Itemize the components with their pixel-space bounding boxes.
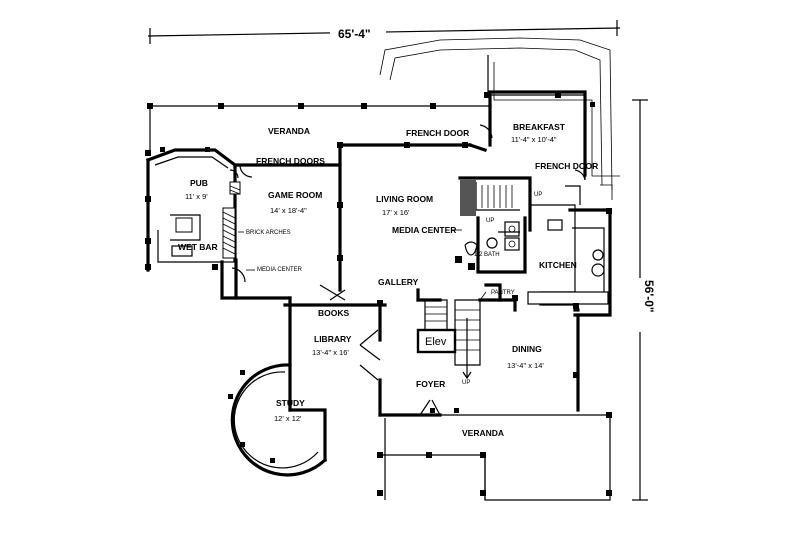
stair-up-label-3: UP — [462, 380, 470, 386]
library-size: 13'-4" x 16' — [312, 348, 349, 357]
pub-label: PUB — [190, 178, 208, 188]
stair-up-label-1: UP — [534, 192, 542, 198]
living-room-label: LIVING ROOM — [376, 194, 433, 204]
elevator-label: Elev — [425, 336, 447, 348]
brick-arches — [222, 181, 241, 259]
width-dimension: 65'-4" — [147, 20, 621, 44]
library-label: LIBRARY — [314, 334, 352, 344]
brick-arches-label: BRICK ARCHES — [246, 230, 291, 236]
game-room-label: GAME ROOM — [268, 190, 322, 200]
pub-size: 11' x 9' — [185, 192, 208, 201]
french-door-living-label: FRENCH DOOR — [406, 128, 469, 138]
books-label: BOOKS — [318, 308, 350, 318]
wet-bar-label: WET BAR — [178, 242, 218, 252]
study-size: 12' x 12' — [274, 414, 302, 423]
french-door-breakfast-label: FRENCH DOOR — [535, 161, 598, 171]
rear-veranda-label: VERANDA — [268, 126, 310, 136]
stair-up-label-2: UP — [486, 218, 494, 224]
study-label: STUDY — [276, 398, 305, 408]
game-room-size: 14' x 18'-4" — [270, 206, 307, 215]
half-bath-label: 1/2 BATH — [474, 252, 500, 258]
leader-lines — [238, 229, 487, 301]
kitchen-label: KITCHEN — [539, 260, 577, 270]
interior-walls — [221, 124, 609, 416]
room-labels: VERANDA FRENCH DOOR BREAKFAST 11'-4" x 1… — [178, 122, 598, 438]
living-room-size: 17' x 16' — [382, 208, 410, 217]
rear-deck — [379, 37, 620, 200]
gallery-label: GALLERY — [378, 277, 419, 287]
dining-label: DINING — [512, 344, 542, 354]
foyer-label: FOYER — [416, 379, 445, 389]
pantry-label: PANTRY — [491, 290, 515, 296]
media-center-living-label: MEDIA CENTER — [392, 225, 456, 235]
front-veranda-label: VERANDA — [462, 428, 504, 438]
dining-size: 13'-4" x 14' — [507, 361, 544, 370]
breakfast-label: BREAKFAST — [513, 122, 566, 132]
wet-bar — [157, 214, 222, 263]
media-center-game-label: MEDIA CENTER — [257, 267, 303, 273]
depth-label: 56'-0" — [642, 280, 656, 313]
depth-dimension: 56'-0" — [632, 99, 656, 501]
breakfast-size: 11'-4" x 10'-4" — [511, 135, 557, 144]
columns — [145, 92, 612, 496]
french-doors-game-label: FRENCH DOORS — [256, 156, 325, 166]
width-label: 65'-4" — [338, 27, 371, 41]
